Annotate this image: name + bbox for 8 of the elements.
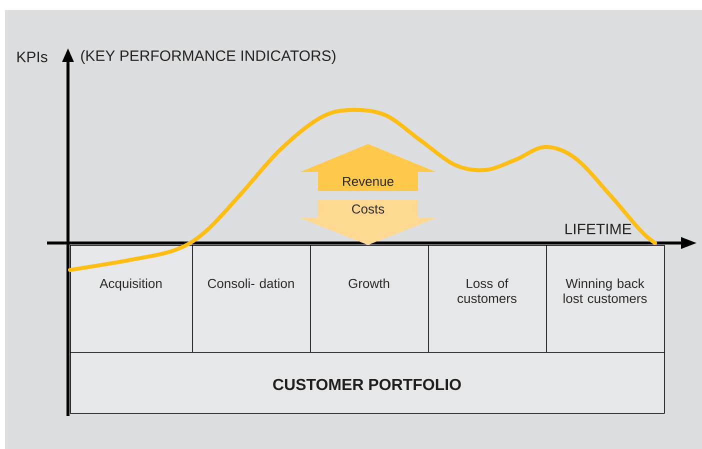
- phase-cell: Winning back lost customers: [546, 244, 665, 353]
- axis-label: KPIs: [17, 52, 48, 62]
- axis-label: (KEY PERFORMANCE INDICATORS): [81, 50, 336, 64]
- phase-cell: Loss of customers: [428, 244, 547, 353]
- phase-cell: Growth: [310, 244, 429, 353]
- axis-label: LIFETIME: [566, 224, 632, 234]
- phase-cell: Consoli- dation: [192, 244, 311, 353]
- phase-cell: Acquisition: [70, 244, 193, 353]
